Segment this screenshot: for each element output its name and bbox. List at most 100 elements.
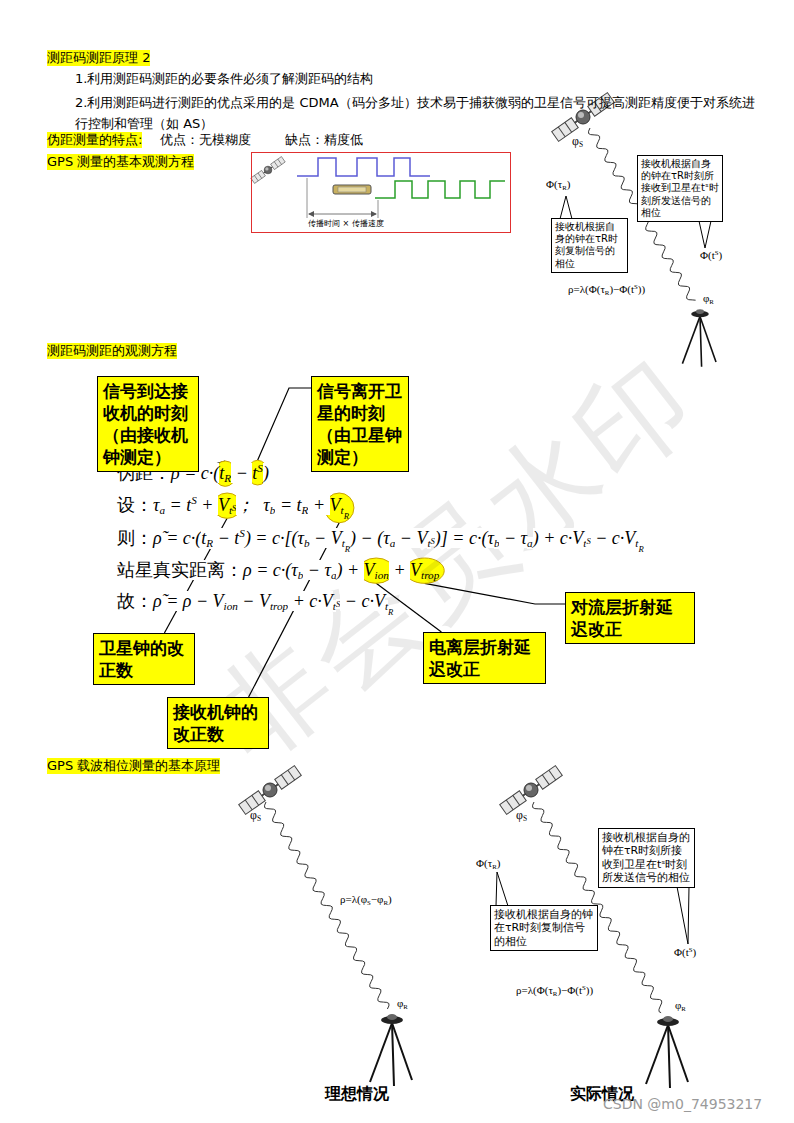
equation-term: +: [308, 495, 329, 515]
node-text: 信号到达接收机的时刻（由接收机钟测定）: [103, 380, 193, 468]
callout-box: 卫星钟的改正数: [93, 633, 195, 685]
symbol-label: ρ=λ(φS−φR): [340, 893, 392, 908]
symbol-label: Φ(τR): [546, 178, 570, 193]
callout-box: 接收机钟的改正数: [167, 697, 269, 749]
replica-code-wave: [375, 181, 505, 198]
equation-term: R: [638, 544, 643, 554]
node-text: 接收机根据自身的钟在τR时刻所接收到卫星在tˢ时刻所发送信号的相位: [641, 158, 719, 219]
equation-term: =: [275, 495, 296, 515]
equation-term: V: [410, 560, 421, 580]
equation-term: t: [252, 463, 257, 483]
section-heading: 测距码测距原理 2: [47, 50, 150, 65]
body-text: 2.利用测距码进行测距的优点采用的是 CDMA（码分多址）技术易于捕获微弱的卫星…: [75, 92, 755, 134]
equation-term: )] = c·(τ: [435, 528, 494, 548]
equation-term: 则：: [117, 528, 153, 548]
receiver-icon: [338, 187, 366, 192]
figure-caption: 理想情况: [325, 1084, 389, 1103]
receiver-icon: [333, 185, 371, 194]
equation-term: ) +: [336, 560, 363, 580]
dimension-line: [309, 214, 376, 215]
dimension-tick: [307, 178, 308, 218]
credit-text: CSDN @m0_74953217: [603, 1096, 762, 1112]
equation-term: V: [218, 495, 229, 515]
section-heading: 测距码测距原理 2: [47, 50, 150, 66]
equation-term: ρ = c·(τ: [243, 560, 298, 580]
equation-line: 则：ρ̃ = c·(tR − tS) = c·[(τb − VtR) − (τa…: [117, 527, 644, 555]
equation-term: − V: [395, 528, 427, 548]
leader-line: [258, 388, 311, 460]
symbol-label: )−Φ(t: [557, 984, 582, 996]
callout-bubble: 接收机根据自身的钟在τR时刻复制信号的相位: [490, 905, 598, 951]
equation-term: −: [231, 463, 252, 483]
node-text: 对流层折射延迟改正: [571, 596, 689, 640]
symbol-label: S: [367, 899, 371, 906]
equation-term: R: [344, 511, 349, 521]
equation-term: ； τ: [236, 495, 269, 515]
symbol-label: ): [719, 249, 723, 261]
callout-box: 信号离开卫星的时刻（由卫星钟测定）: [311, 376, 409, 472]
section-heading: 伪距测量的特点:: [47, 132, 142, 148]
figure-caption: 理想情况: [325, 1084, 389, 1104]
symbol-label: ρ=λ(φ: [340, 893, 367, 905]
symbol-label: φS: [516, 808, 527, 824]
equation-term: ) − (τ: [350, 528, 390, 548]
equation-term: 设：: [117, 495, 153, 515]
symbol-label: φS: [250, 808, 261, 824]
equation-term: − c·V: [591, 528, 636, 548]
equation-term: R: [388, 607, 393, 617]
section-heading: 伪距测量的特点:: [47, 132, 142, 147]
symbol-label: Φ(tS): [700, 249, 722, 263]
body-text: 缺点：精度低: [285, 132, 363, 147]
equation-term: −: [213, 528, 234, 548]
equation-term: trop: [270, 600, 288, 612]
satellite-code-wave: [297, 158, 430, 176]
receiver-tripod: [370, 1014, 412, 1086]
equation-term: b: [304, 537, 310, 549]
node-text: 接收机钟的改正数: [173, 701, 263, 745]
equation-term: V: [330, 495, 341, 515]
equation-term: t: [297, 495, 302, 515]
watermark: 非会员水印: [191, 332, 719, 784]
symbol-label: ): [567, 178, 571, 190]
symbol-label: S: [634, 283, 638, 290]
symbol-label: φ: [572, 134, 579, 148]
callout-bubble: 接收机根据自身的钟在τR时刻复制信号的相位: [551, 218, 628, 273]
credit-text: CSDN @m0_74953217: [603, 1096, 762, 1114]
signal-wave: [265, 802, 389, 1009]
symbol-label: φ: [703, 292, 709, 304]
callout-tail: [496, 872, 508, 906]
section-heading: 测距码测距的观测方程: [47, 343, 177, 358]
symbol-label: ρ=λ(Φ(τ: [516, 984, 553, 996]
symbol-label: )): [638, 283, 645, 295]
equation-term: ) = c·[(τ: [245, 528, 304, 548]
symbol-label: φR: [675, 999, 686, 1014]
section-heading: GPS 测量的基本观测方程: [47, 154, 194, 170]
equation-term: +: [389, 560, 410, 580]
symbol-label: )): [586, 984, 593, 996]
equation-term: 故：: [117, 591, 153, 611]
symbol-label: ): [497, 857, 501, 869]
symbol-label: S: [523, 814, 527, 823]
equation-term: ion: [224, 600, 238, 612]
callout-box: 电离层折射延迟改正: [423, 632, 546, 684]
callout-box: 信号到达接收机的时刻（由接收机钟测定）: [97, 376, 199, 472]
section-heading: GPS 载波相位测量的基本原理: [47, 758, 220, 773]
equation-term: t: [341, 504, 344, 516]
section-heading: GPS 载波相位测量的基本原理: [47, 758, 220, 774]
symbol-label: R: [709, 298, 714, 305]
equation-term: − V: [238, 591, 270, 611]
receiver-tripod: [682, 309, 716, 367]
symbol-label: S: [579, 140, 583, 149]
symbol-label: Φ(τR): [476, 857, 500, 872]
symbol-label: R: [403, 1003, 408, 1010]
symbol-label: Φ(tS): [674, 946, 696, 960]
body-text: 2.利用测距码进行测距的优点采用的是 CDMA（码分多址）技术易于捕获微弱的卫星…: [75, 95, 755, 131]
body-text: 缺点：精度低: [285, 132, 363, 148]
symbol-label: )−Φ(t: [609, 283, 634, 295]
symbol-label: S: [582, 984, 586, 991]
node-text: 接收机根据自身的钟在τR时刻复制信号的相位: [494, 908, 594, 948]
symbol-label: ): [388, 893, 392, 905]
satellite-icon: [500, 766, 563, 815]
section-heading: 测距码测距的观测方程: [47, 343, 177, 359]
symbol-label: ρ=λ(Φ(τR)−Φ(tS)): [516, 984, 593, 999]
